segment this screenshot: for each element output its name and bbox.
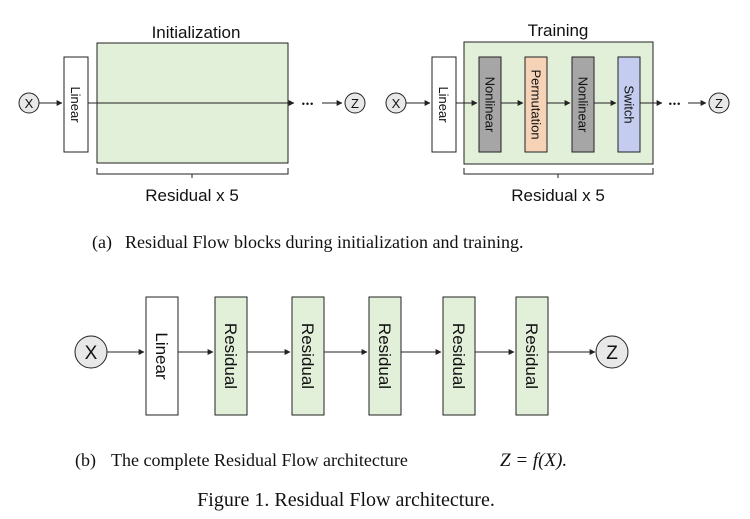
caption-b-tag: (b): [75, 450, 96, 471]
output-node-label: Z: [715, 96, 723, 111]
residual-block-5: [515, 296, 549, 416]
panel-b-architecture: X Linear Residual Residual Residual Resi…: [74, 296, 629, 416]
output-node-label: Z: [606, 343, 618, 364]
output-node-z-init: [344, 92, 366, 114]
residual-block-5-label: Residual: [522, 323, 541, 389]
residual-brace-init: [96, 168, 289, 178]
residual-block-4: [442, 296, 476, 416]
linear-block-train: [431, 56, 457, 153]
caption-b-math: Z = f(X).: [500, 450, 567, 471]
caption-a-text: Residual Flow blocks during initializati…: [125, 232, 523, 252]
switch-block-label: Switch: [622, 85, 637, 123]
input-node-label: X: [85, 343, 98, 364]
panel-a-training: Training X Linear Nonlinear Permutation …: [385, 21, 730, 205]
residual-block-2-label: Residual: [298, 323, 317, 389]
input-node-label: X: [392, 96, 401, 111]
output-node-z: [595, 335, 629, 369]
residual-block-4-label: Residual: [449, 323, 468, 389]
nonlinear-block-1-label: Nonlinear: [483, 77, 498, 133]
residual-block-1: [214, 296, 248, 416]
initialization-title: Initialization: [152, 23, 241, 42]
figure-caption: Figure 1. Residual Flow architecture.: [197, 489, 495, 511]
nonlinear-block-1: [478, 56, 502, 153]
nonlinear-block-2-label: Nonlinear: [576, 77, 591, 133]
nonlinear-block-2: [571, 56, 595, 153]
linear-block-init: [63, 56, 89, 153]
permutation-block: [524, 56, 548, 153]
panel-a-initialization: Initialization X Linear ••• Z Residual x…: [18, 23, 366, 205]
training-title: Training: [528, 21, 589, 40]
linear-block-label: Linear: [152, 332, 171, 380]
residual-brace-train: [463, 168, 654, 178]
caption-a-tag: (a): [92, 232, 112, 253]
residual-count-label-train: Residual x 5: [511, 186, 605, 205]
permutation-block-label: Permutation: [529, 69, 544, 139]
output-node-label: Z: [351, 96, 359, 111]
residual-block-3-label: Residual: [375, 323, 394, 389]
residual-count-label-init: Residual x 5: [145, 186, 239, 205]
switch-block: [617, 56, 641, 153]
linear-block-label: Linear: [68, 86, 83, 123]
output-node-z-train: [708, 92, 730, 114]
residual-block-3: [368, 296, 402, 416]
linear-block-label: Linear: [436, 86, 451, 123]
residual-block-1-label: Residual: [221, 323, 240, 389]
continuation-dots: •••: [669, 99, 681, 109]
continuation-dots: •••: [302, 99, 314, 109]
residual-block-2: [291, 296, 325, 416]
input-node-label: X: [25, 96, 34, 111]
linear-block: [145, 296, 179, 416]
caption-b-text: The complete Residual Flow architecture: [111, 450, 408, 470]
